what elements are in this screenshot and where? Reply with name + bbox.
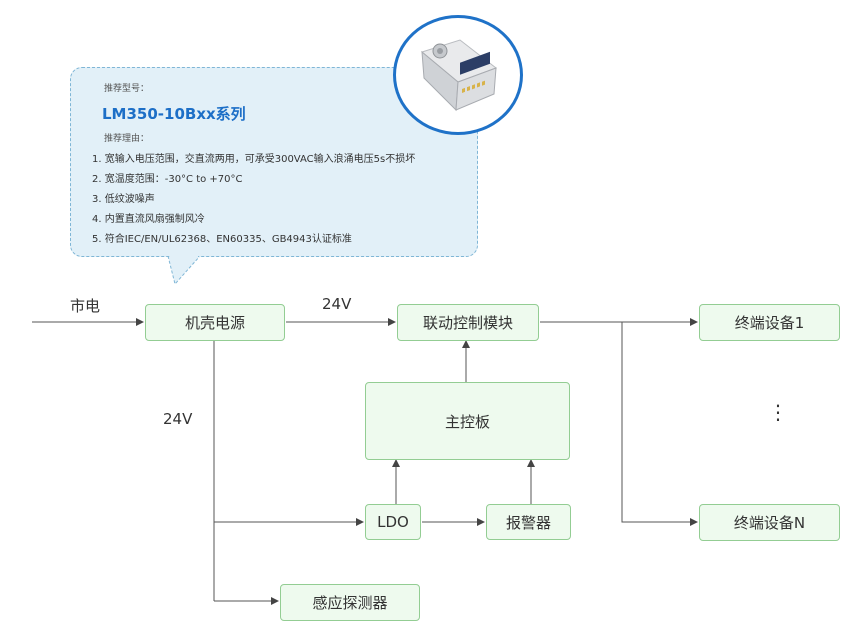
- reason-item: 2. 宽温度范围：-30°C to +70°C: [92, 174, 243, 185]
- node-sensor-detector: 感应探测器: [280, 584, 420, 621]
- ellipsis-more-terminals: ⋮: [768, 400, 788, 424]
- node-label: 主控板: [444, 412, 490, 431]
- node-label: LDO: [377, 513, 409, 531]
- node-label: 联动控制模块: [422, 314, 513, 332]
- node-label: 报警器: [505, 513, 551, 532]
- model-name: LM350-10Bxx系列: [102, 105, 246, 123]
- mains-label: 市电: [70, 297, 101, 315]
- reason-item: 3. 低纹波噪声: [92, 194, 155, 205]
- node-ldo: LDO: [365, 504, 421, 540]
- node-linkage-control-module: 联动控制模块: [397, 304, 539, 341]
- node-main-board: 主控板: [365, 382, 570, 460]
- node-chassis-power: 机壳电源: [145, 304, 285, 341]
- power-supply-product-image: [393, 15, 523, 135]
- power-supply-illustration: [420, 39, 498, 112]
- edge-label-24v-top: 24V: [322, 295, 352, 313]
- reason-item: 1. 宽输入电压范围，交直流两用，可承受300VAC输入浪涌电压5s不损坏: [92, 154, 416, 165]
- node-label: 终端设备N: [733, 514, 806, 532]
- reason-list: 1. 宽输入电压范围，交直流两用，可承受300VAC输入浪涌电压5s不损坏 2.…: [92, 150, 415, 250]
- node-label: 终端设备1: [734, 314, 805, 332]
- reason-item: 4. 内置直流风扇强制风冷: [92, 214, 205, 225]
- node-terminal-1: 终端设备1: [699, 304, 840, 341]
- reason-item: 5. 符合IEC/EN/UL62368、EN60335、GB4943认证标准: [92, 234, 352, 245]
- node-alarm: 报警器: [486, 504, 571, 540]
- linkage-to-terminaln-arrow: [621, 322, 698, 526]
- recommended-model-label: 推荐型号：: [104, 84, 150, 94]
- reason-label: 推荐理由：: [104, 134, 150, 144]
- node-label: 机壳电源: [184, 314, 245, 332]
- node-label: 感应探测器: [312, 594, 388, 612]
- node-terminal-n: 终端设备N: [699, 504, 840, 541]
- edge-label-24v-side: 24V: [163, 410, 193, 428]
